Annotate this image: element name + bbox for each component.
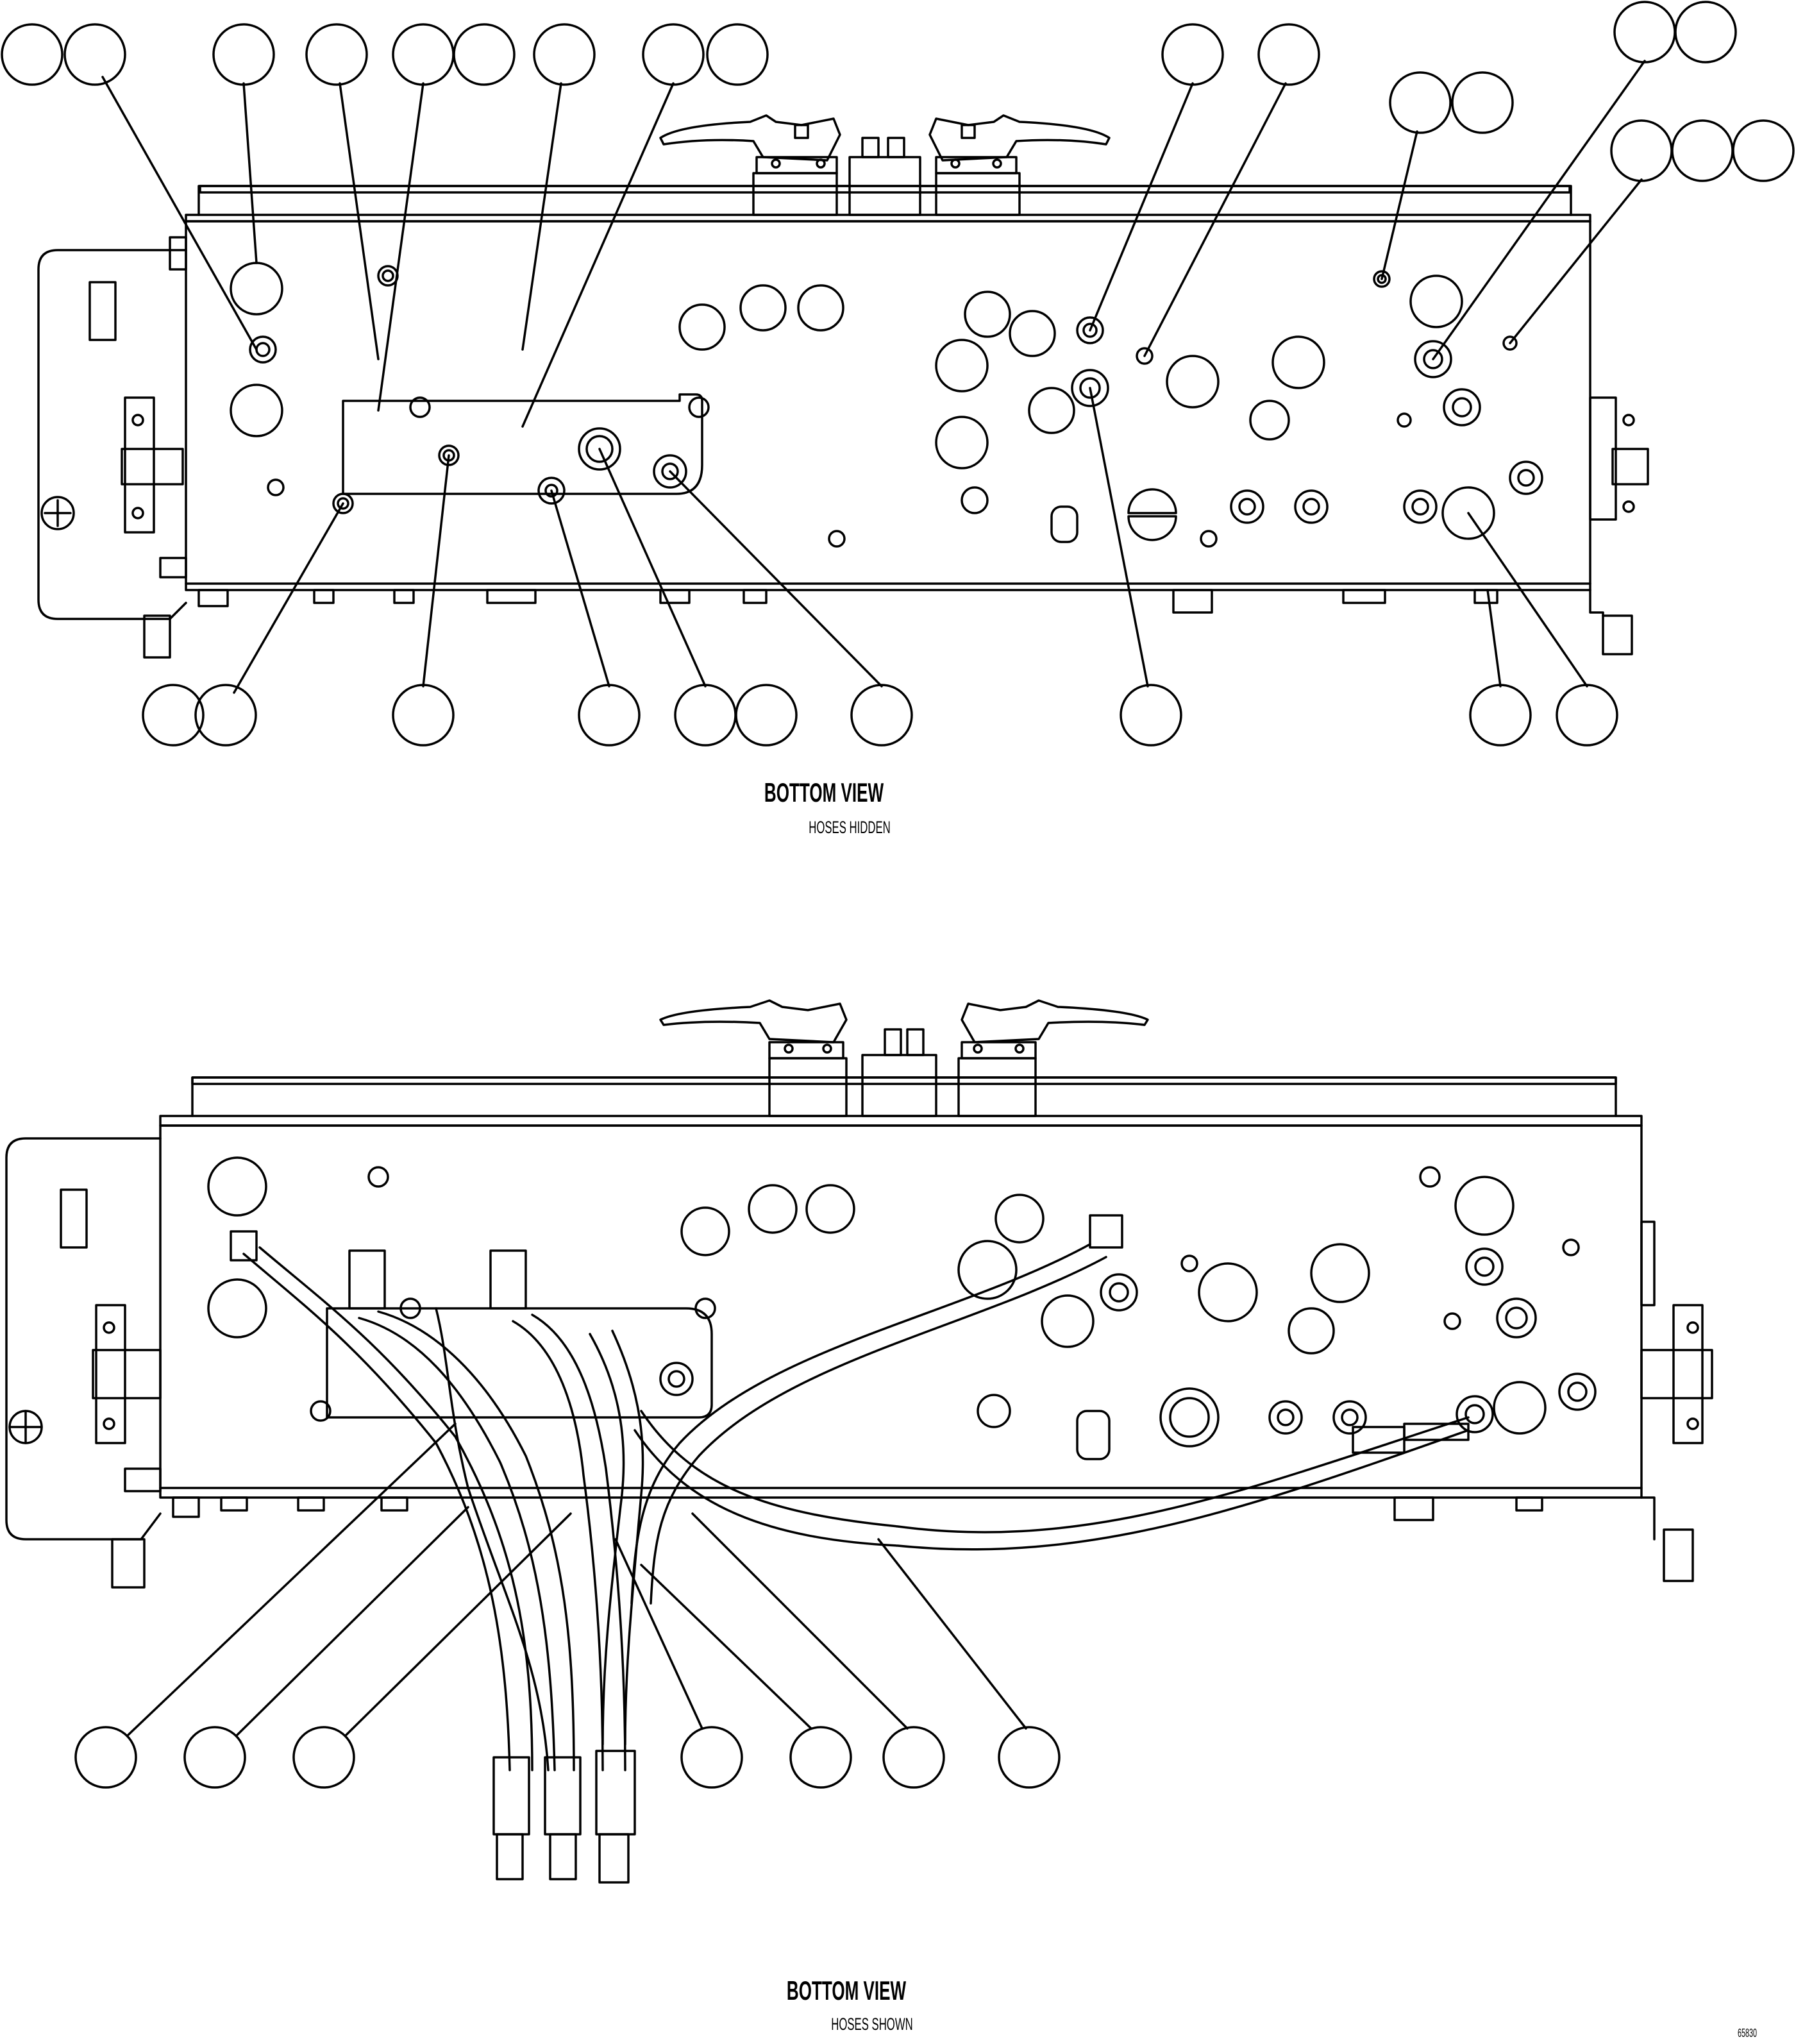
- bottom-view-title: BOTTOM VIEW: [786, 1975, 907, 2006]
- bottom-leader-lines: [127, 1423, 1027, 1736]
- bottom-bottom-bumps: [172, 1496, 1543, 1521]
- bottom-latch-left: [659, 999, 848, 1117]
- bottom-left-end-box: [5, 1137, 162, 1541]
- bottom-callouts: [74, 1726, 1061, 1789]
- top-leader-lines: [101, 60, 1646, 694]
- top-holes: [230, 262, 1543, 548]
- top-callouts: [1, 1, 1795, 747]
- bottom-holes: [207, 1156, 1597, 1460]
- top-view-subtitle: HOSES HIDDEN: [809, 818, 891, 837]
- top-mounting-plate: [342, 393, 703, 495]
- top-latch-left: [659, 114, 841, 216]
- drawing-number: 65830: [1738, 2027, 1758, 2040]
- top-bottom-bumps: [197, 589, 1498, 614]
- bottom-latch-right: [957, 999, 1149, 1117]
- bottom-view-assembly: [5, 999, 1713, 1884]
- top-view-title: BOTTOM VIEW: [764, 777, 884, 807]
- bottom-housing: [159, 1124, 1643, 1499]
- bottom-view-subtitle: HOSES SHOWN: [831, 2014, 913, 2034]
- top-view-assembly: [1, 1, 1795, 747]
- top-left-end-box: [37, 249, 187, 620]
- bottom-hoses: [230, 1214, 1470, 1884]
- top-latch-right: [928, 114, 1111, 216]
